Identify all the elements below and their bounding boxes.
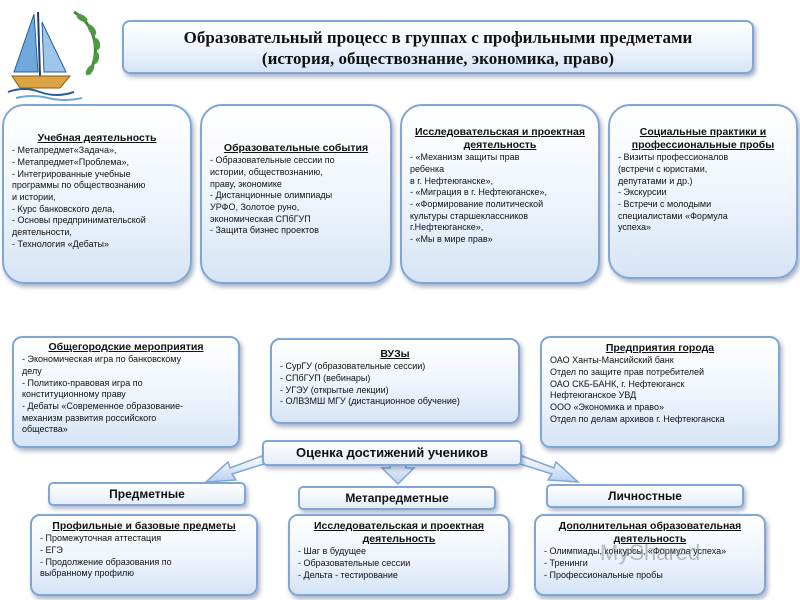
list-item: - СПбГУП (вебинары)	[280, 372, 371, 383]
list-item: - ОЛВЗМШ МГУ (дистанционное обучение)	[280, 396, 460, 407]
list-item: экономическая СПбГУП	[210, 213, 311, 224]
list-item: - Курс банковского дела,	[12, 203, 115, 214]
list-item: - Метапредмет«Проблема»,	[12, 156, 129, 167]
list-item: - Профессиональные пробы	[544, 569, 663, 580]
list-item: Нефтеюганское УВД	[550, 390, 637, 401]
list-item: - Основы предпринимательской	[12, 215, 146, 226]
box-title: Дополнительная образовательная деятельно…	[558, 520, 742, 546]
list-item: (встречи с юристами,	[618, 163, 708, 174]
list-item: программы по обществознанию	[12, 180, 146, 191]
list-item: - «Мы в мире прав»	[410, 234, 493, 245]
list-item: - Технология «Дебаты»	[12, 238, 109, 249]
list-item: - Образовательные сессии	[298, 557, 411, 568]
box-additional-education: Дополнительная образовательная деятельно…	[534, 514, 766, 596]
box-title: Профильные и базовые предметы	[52, 520, 236, 532]
list-item: праву, экономике	[210, 178, 282, 189]
list-item: ООО «Экономика и право»	[550, 401, 664, 412]
list-item: ОАО СКБ-БАНК, г. Нефтеюганск	[550, 378, 685, 389]
list-item: общества»	[22, 424, 68, 435]
box-educational-events: Образовательные события - Образовательны…	[200, 104, 392, 284]
list-item: - Экскурсии	[618, 187, 667, 198]
list-item: - Тренинги	[544, 557, 588, 568]
list-item: - «Формирование политической	[410, 199, 544, 209]
list-item: - Встречи с молодыми	[618, 199, 712, 209]
box-city-enterprises: Предприятия города ОАО Ханты-Мансийский …	[540, 336, 780, 448]
list-item: - ЕГЭ	[40, 544, 63, 555]
list-item: делу	[22, 365, 42, 376]
list-item: - Олимпиады, конкурсы, «Формула успеха»	[544, 546, 727, 557]
list-item: - Экономическая игра по банковскому	[22, 354, 182, 365]
box-title: Образовательные события	[223, 142, 369, 154]
list-item: в г. Нефтеюганске»,	[410, 175, 494, 186]
list-item: деятельности,	[12, 226, 72, 237]
list-item: г.Нефтеюганске»,	[410, 222, 484, 233]
list-item: - Метапредмет«Задача»,	[12, 145, 117, 156]
box-research-project-bottom: Исследовательская и проектная деятельнос…	[288, 514, 510, 596]
list-item: Отдел по делам архивов г. Нефтеюганска	[550, 413, 725, 424]
list-item: - Дистанционные олимпиады	[210, 190, 333, 201]
box-city-events: Общегородские мероприятия - Экономическа…	[12, 336, 240, 448]
ship-logo-icon	[7, 10, 101, 101]
list-item: истории, обществознанию,	[210, 166, 323, 177]
list-item: - Промежуточная аттестация	[40, 533, 162, 544]
box-research-project: Исследовательская и проектная деятельнос…	[400, 104, 600, 284]
list-item: депутатами и др.)	[618, 175, 693, 186]
page-title: Образовательный процесс в группах с проф…	[122, 20, 754, 74]
list-item: и истории,	[12, 191, 56, 202]
box-universities: ВУЗы - СурГУ (образовательные сессии) - …	[270, 338, 520, 424]
category-subject: Предметные	[48, 482, 246, 506]
evaluation-title: Оценка достижений учеников	[262, 440, 522, 466]
box-social-practices: Социальные практики и профессиональные п…	[608, 104, 798, 279]
list-item: - Защита бизнес проектов	[210, 225, 319, 236]
list-item: конституционному праву	[22, 389, 126, 400]
list-item: культуры старшеклассников	[410, 210, 529, 221]
category-metasubject: Метапредметные	[298, 486, 496, 510]
list-item: - Образовательные сессии по	[210, 155, 335, 166]
list-item: - Визиты профессионалов	[618, 152, 729, 163]
box-title: Исследовательская и проектная деятельнос…	[414, 126, 585, 152]
list-item: ребенка	[410, 163, 445, 174]
box-educational-activity: Учебная деятельность - Метапредмет«Задач…	[2, 104, 192, 284]
list-item: - Дебаты «Современное образование-	[22, 400, 184, 411]
watermark: MyShared	[600, 540, 701, 565]
list-item: - СурГУ (образовательные сессии)	[280, 361, 426, 372]
box-title: Предприятия города	[605, 342, 715, 354]
list-item: выбранному профилю	[40, 568, 134, 579]
list-item: успеха»	[618, 222, 651, 233]
box-title: Исследовательская и проектная деятельнос…	[313, 520, 484, 546]
list-item: механизм развития российского	[22, 412, 157, 423]
list-item: - «Миграция в г. Нефтеюганске»,	[410, 187, 547, 198]
box-title: Социальные практики и профессиональные п…	[631, 126, 775, 152]
box-profile-subjects: Профильные и базовые предметы - Промежут…	[30, 514, 258, 596]
list-item: ОАО Ханты-Мансийский банк	[550, 355, 674, 366]
box-title: Учебная деятельность	[37, 132, 157, 144]
box-title: ВУЗы	[380, 348, 410, 360]
list-item: Отдел по защите прав потребителей	[550, 366, 705, 377]
list-item: УРФО, Золотое руно,	[210, 201, 300, 212]
list-item: - УГЭУ (открытые лекции)	[280, 384, 389, 395]
list-item: - «Механизм защиты прав	[410, 152, 520, 163]
list-item: - Политико-правовая игра по	[22, 377, 143, 388]
list-item: - Дельта - тестирование	[298, 569, 398, 580]
title-line-1: Образовательный процесс в группах с проф…	[183, 28, 693, 47]
list-item: - Продолжение образования по	[40, 556, 172, 567]
list-item: - Шаг в будущее	[298, 546, 367, 557]
category-personal: Личностные	[546, 484, 744, 508]
title-line-2: (история, обществознание, экономика, пра…	[261, 49, 615, 68]
list-item: - Интегрированные учебные	[12, 168, 131, 179]
list-item: специалистами «Формула	[618, 210, 728, 221]
box-title: Общегородские мероприятия	[48, 341, 204, 353]
